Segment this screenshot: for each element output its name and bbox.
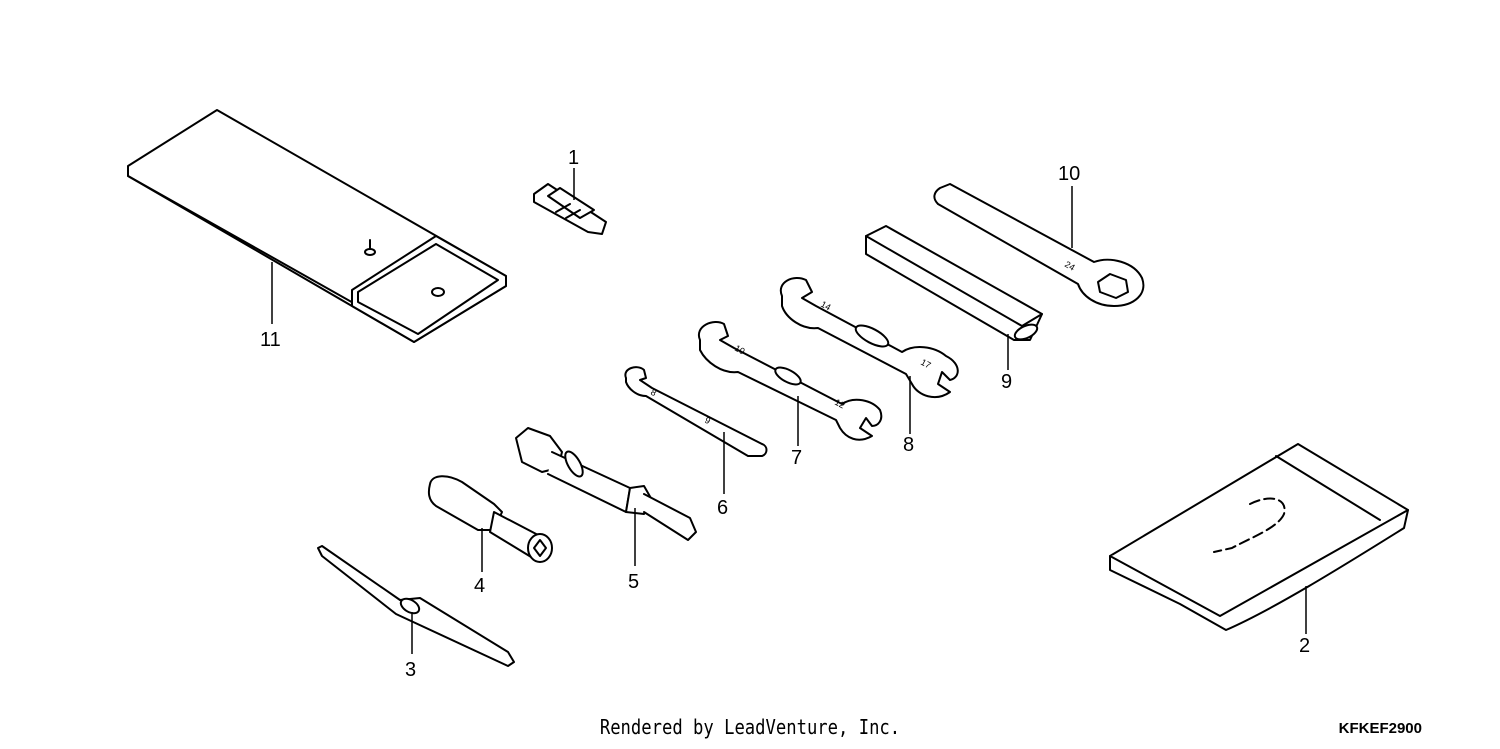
render-credit: Rendered by LeadVenture, Inc.	[599, 715, 901, 739]
callout-6: 6	[717, 497, 728, 519]
engraving-14: 14	[819, 299, 833, 313]
engraving-12: 12	[833, 397, 847, 411]
open-wrench-10-12-part[interactable]	[697, 321, 883, 441]
screwdriver-handle-part[interactable]	[427, 475, 553, 563]
tool-bag-part[interactable]	[127, 109, 507, 343]
flat-bar-part[interactable]	[865, 225, 1043, 343]
callout-5: 5	[628, 571, 639, 593]
engraving-17: 17	[919, 357, 933, 371]
callout-1: 1	[568, 147, 579, 169]
manual-bag-part[interactable]	[1109, 443, 1409, 631]
diagram-code: KFKEF2900	[1338, 720, 1422, 737]
screwdriver-bit-part[interactable]	[317, 545, 515, 667]
callout-2: 2	[1299, 635, 1310, 657]
callout-9: 9	[1001, 371, 1012, 393]
engraving-8: 8	[649, 387, 658, 398]
engraving-9: 9	[703, 415, 712, 426]
callout-8: 8	[903, 434, 914, 456]
ring-wrench-24-part[interactable]	[933, 183, 1145, 307]
callout-4: 4	[474, 575, 485, 597]
open-wrench-8-9-part[interactable]	[624, 366, 768, 457]
socket-wrench-part[interactable]	[515, 427, 697, 541]
callout-10: 10	[1058, 163, 1080, 185]
fuse-clip-part[interactable]	[533, 183, 607, 235]
open-wrench-14-17-part[interactable]	[779, 277, 959, 399]
engraving-24: 24	[1063, 259, 1077, 273]
callout-11: 11	[260, 329, 281, 351]
callout-7: 7	[791, 447, 802, 469]
engraving-10: 10	[733, 343, 747, 357]
callout-3: 3	[405, 659, 416, 681]
